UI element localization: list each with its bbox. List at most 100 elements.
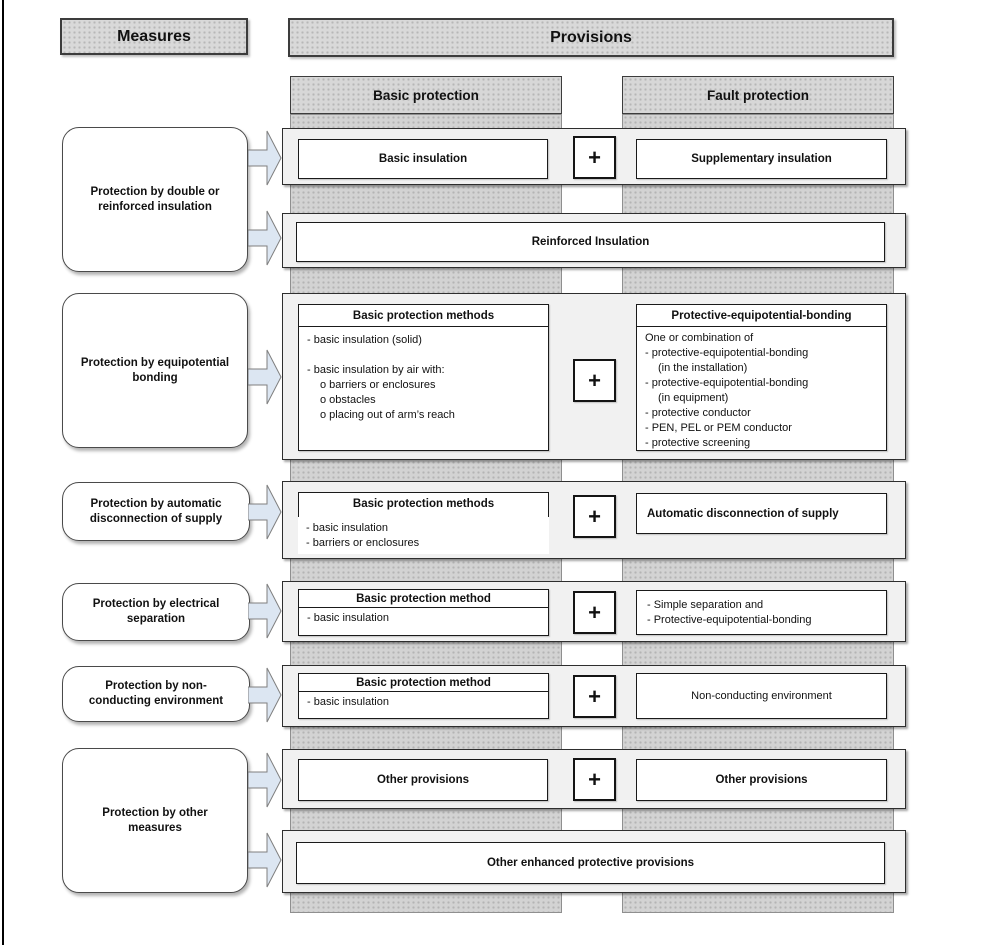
basic-protection-method-title: Basic protection method: [299, 590, 548, 608]
list-item: - barriers or enclosures: [306, 537, 420, 549]
plus-box: +: [573, 758, 616, 801]
basic-protection-methods-title: Basic protection methods: [299, 305, 548, 327]
list-item: [307, 348, 540, 363]
other-provisions-fault-label: Other provisions: [715, 774, 808, 786]
block-arrow-icon: [248, 832, 282, 888]
block-arrow-icon: [248, 210, 282, 266]
row-equipotential-bonding: Basic protection methods - basic insulat…: [282, 293, 906, 460]
plus-icon: +: [588, 683, 601, 709]
supplementary-insulation-box: Supplementary insulation: [636, 139, 887, 179]
row-double-insulation: Basic insulation + Supplementary insulat…: [282, 128, 906, 185]
basic-insulation-label: Basic insulation: [378, 153, 468, 165]
block-arrow-icon: [248, 667, 282, 723]
list-item: - protective-equipotential-bonding: [645, 377, 809, 389]
basic-protection-method-box: Basic protection method - basic insulati…: [298, 673, 549, 719]
block-arrow-icon: [248, 583, 282, 639]
list-item: (in the installation): [658, 362, 748, 374]
block-arrow-icon: [248, 484, 282, 540]
list-item: - basic insulation: [306, 522, 388, 534]
page-edge-line: [2, 0, 4, 945]
measure-label: Protection by other measures: [102, 806, 208, 834]
list-item: One or combination of: [645, 332, 754, 344]
other-enhanced-provisions-box: Other enhanced protective provisions: [296, 842, 885, 884]
provisions-header: Provisions: [288, 18, 894, 57]
list-item: (in equipment): [658, 392, 729, 404]
reinforced-insulation-box: Reinforced Insulation: [296, 222, 885, 262]
basic-protection-methods-title: Basic protection methods: [298, 492, 549, 517]
basic-protection-methods-list: - basic insulation - barriers or enclosu…: [298, 492, 549, 551]
plus-box: +: [573, 495, 616, 538]
automatic-disconnection-label: Automatic disconnection of supply: [647, 507, 839, 520]
other-enhanced-provisions-label: Other enhanced protective provisions: [486, 857, 695, 869]
list-item: - Simple separation and: [647, 599, 764, 611]
basic-protection-method-list: - basic insulation: [299, 608, 548, 626]
plus-icon: +: [588, 599, 601, 625]
row-automatic-disconnection: Basic protection methods - basic insulat…: [282, 481, 906, 559]
automatic-disconnection-box: Automatic disconnection of supply: [636, 493, 887, 534]
provisions-title: Provisions: [550, 28, 632, 46]
basic-protection-methods-list: - basic insulation (solid) - basic insul…: [299, 327, 548, 423]
measures-header: Measures: [60, 18, 248, 55]
basic-protection-column-header: Basic protection: [290, 76, 562, 114]
protective-equipotential-bonding-box: Protective-equipotential-bonding One or …: [636, 304, 887, 451]
measure-label: Protection by automatic disconnection of…: [89, 497, 223, 525]
measure-label: Protection by double or reinforced insul…: [90, 185, 220, 213]
basic-protection-method-title: Basic protection method: [299, 674, 548, 692]
list-item: - protective screening: [645, 437, 751, 449]
plus-icon: +: [588, 503, 601, 529]
plus-box: +: [573, 675, 616, 718]
row-other-provisions: Other provisions + Other provisions: [282, 749, 906, 809]
measure-label: Protection by electrical separation: [92, 598, 220, 625]
measure-double-reinforced-insulation: Protection by double or reinforced insul…: [62, 127, 248, 272]
list-item: - Protective-equipotential-bonding: [647, 614, 812, 626]
non-conducting-environment-box: Non-conducting environment: [636, 673, 887, 719]
fault-protection-column-header: Fault protection: [622, 76, 894, 114]
list-item: - basic insulation (solid): [307, 334, 422, 346]
plus-box: +: [573, 591, 616, 634]
measure-non-conducting-environment: Protection by non-conducting environment: [62, 666, 250, 722]
plus-icon: +: [588, 367, 601, 393]
measures-title: Measures: [117, 27, 191, 45]
basic-protection-methods-box: Basic protection methods - basic insulat…: [298, 492, 549, 554]
list-item: - protective conductor: [645, 407, 751, 419]
other-provisions-basic-label: Other provisions: [376, 774, 470, 786]
plus-box: +: [573, 359, 616, 402]
basic-insulation-box: Basic insulation: [298, 139, 548, 179]
basic-protection-method-box: Basic protection method - basic insulati…: [298, 589, 549, 636]
row-reinforced-insulation: Reinforced Insulation: [282, 213, 906, 268]
list-item: - PEN, PEL or PEM conductor: [645, 422, 792, 434]
protective-equipotential-bonding-list: One or combination of - protective-equip…: [637, 327, 886, 451]
measure-automatic-disconnection: Protection by automatic disconnection of…: [62, 482, 250, 541]
plus-icon: +: [588, 766, 601, 792]
list-item: o obstacles: [320, 394, 376, 406]
block-arrow-icon: [248, 752, 282, 808]
list-item: - protective-equipotential-bonding: [645, 347, 809, 359]
basic-protection-title: Basic protection: [373, 87, 479, 103]
other-provisions-fault-box: Other provisions: [636, 759, 887, 801]
row-electrical-separation: Basic protection method - basic insulati…: [282, 581, 906, 642]
non-conducting-environment-label: Non-conducting environment: [691, 690, 832, 702]
measure-electrical-separation: Protection by electrical separation: [62, 583, 250, 641]
fault-protection-title: Fault protection: [707, 87, 809, 103]
basic-protection-methods-box: Basic protection methods - basic insulat…: [298, 304, 549, 451]
basic-protection-method-list: - basic insulation: [299, 692, 548, 710]
measure-label: Protection by non-conducting environment: [88, 680, 224, 707]
plus-box: +: [573, 136, 616, 179]
plus-icon: +: [588, 144, 601, 170]
block-arrow-icon: [248, 349, 282, 405]
list-item: - basic insulation: [307, 612, 389, 624]
measure-other-measures: Protection by other measures: [62, 748, 248, 893]
list-item: - basic insulation by air with:: [307, 364, 445, 376]
measure-equipotential-bonding: Protection by equipotential bonding: [62, 293, 248, 448]
list-item: o barriers or enclosures: [320, 379, 436, 391]
row-other-enhanced-provisions: Other enhanced protective provisions: [282, 830, 906, 893]
simple-separation-list: - Simple separation and - Protective-equ…: [637, 591, 886, 628]
list-item: - basic insulation: [307, 696, 389, 708]
reinforced-insulation-label: Reinforced Insulation: [531, 236, 650, 248]
supplementary-insulation-label: Supplementary insulation: [691, 153, 832, 165]
block-arrow-icon: [248, 130, 282, 186]
list-item: o placing out of arm’s reach: [320, 409, 455, 421]
measure-label: Protection by equipotential bonding: [80, 356, 230, 384]
row-non-conducting-environment: Basic protection method - basic insulati…: [282, 665, 906, 727]
